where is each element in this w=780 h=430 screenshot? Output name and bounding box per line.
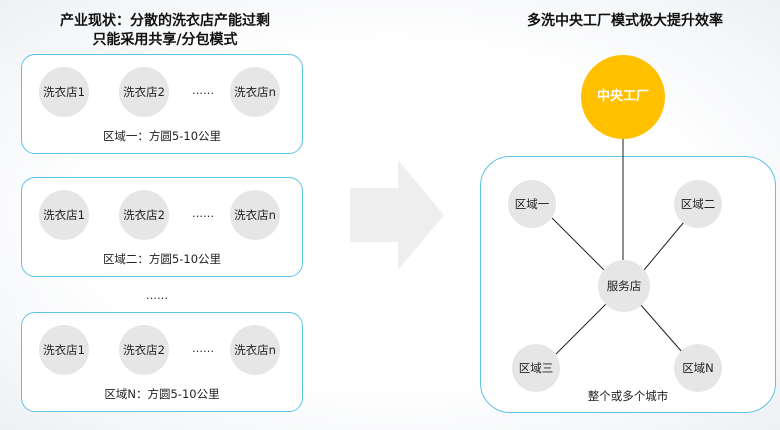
laundry-store-node: 洗衣店n (230, 325, 280, 375)
laundry-store-node: 洗衣店n (230, 190, 280, 240)
left-title-line1: 产业现状：分散的洗衣店产能过剩 (60, 13, 270, 29)
laundry-store-node: 洗衣店1 (39, 325, 89, 375)
area-node-3: 区域三 (512, 344, 560, 392)
laundry-store-node: 洗衣店2 (119, 67, 169, 117)
city-label: 整个或多个城市 (587, 389, 669, 403)
laundry-store-node: 洗衣店1 (39, 67, 89, 117)
central-factory-node: 中央工厂 (581, 55, 665, 139)
area2-to-service-line (643, 221, 685, 271)
area3-to-service-line (555, 303, 607, 355)
right-title: 多洗中央工厂模式极大提升效率 (527, 13, 723, 29)
region-box-2: 洗衣店1 洗衣店2 …… 洗衣店n 区域二：方圆5-10公里 (21, 177, 303, 277)
laundry-store-node: 洗衣店2 (119, 325, 169, 375)
region-label: 区域N：方圆5-10公里 (104, 387, 220, 401)
store-ellipsis: …… (192, 207, 214, 220)
area-node-n: 区域N (674, 344, 722, 392)
laundry-store-node: 洗衣店1 (39, 190, 89, 240)
laundry-store-node: 洗衣店n (230, 67, 280, 117)
region-label: 区域一：方圆5-10公里 (102, 129, 222, 143)
region-box-1: 洗衣店1 洗衣店2 …… 洗衣店n 区域一：方圆5-10公里 (21, 54, 303, 154)
left-title: 产业现状：分散的洗衣店产能过剩 只能采用共享/分包模式 (20, 12, 310, 50)
store-ellipsis: …… (192, 84, 214, 97)
service-store-node: 服务店 (598, 260, 650, 312)
region-label: 区域二：方圆5-10公里 (102, 252, 222, 266)
area1-to-service-line (551, 217, 605, 271)
left-title-line2: 只能采用共享/分包模式 (92, 32, 238, 48)
arean-to-service-line (639, 303, 683, 353)
right-arrow-icon (350, 160, 444, 270)
region-box-n: 洗衣店1 洗衣店2 …… 洗衣店n 区域N：方圆5-10公里 (21, 312, 303, 412)
store-ellipsis: …… (192, 342, 214, 355)
region-ellipsis: …… (146, 289, 168, 302)
laundry-store-node: 洗衣店2 (119, 190, 169, 240)
area-node-2: 区域二 (674, 180, 722, 228)
area-node-1: 区域一 (508, 180, 556, 228)
arrow-shape (350, 160, 444, 270)
